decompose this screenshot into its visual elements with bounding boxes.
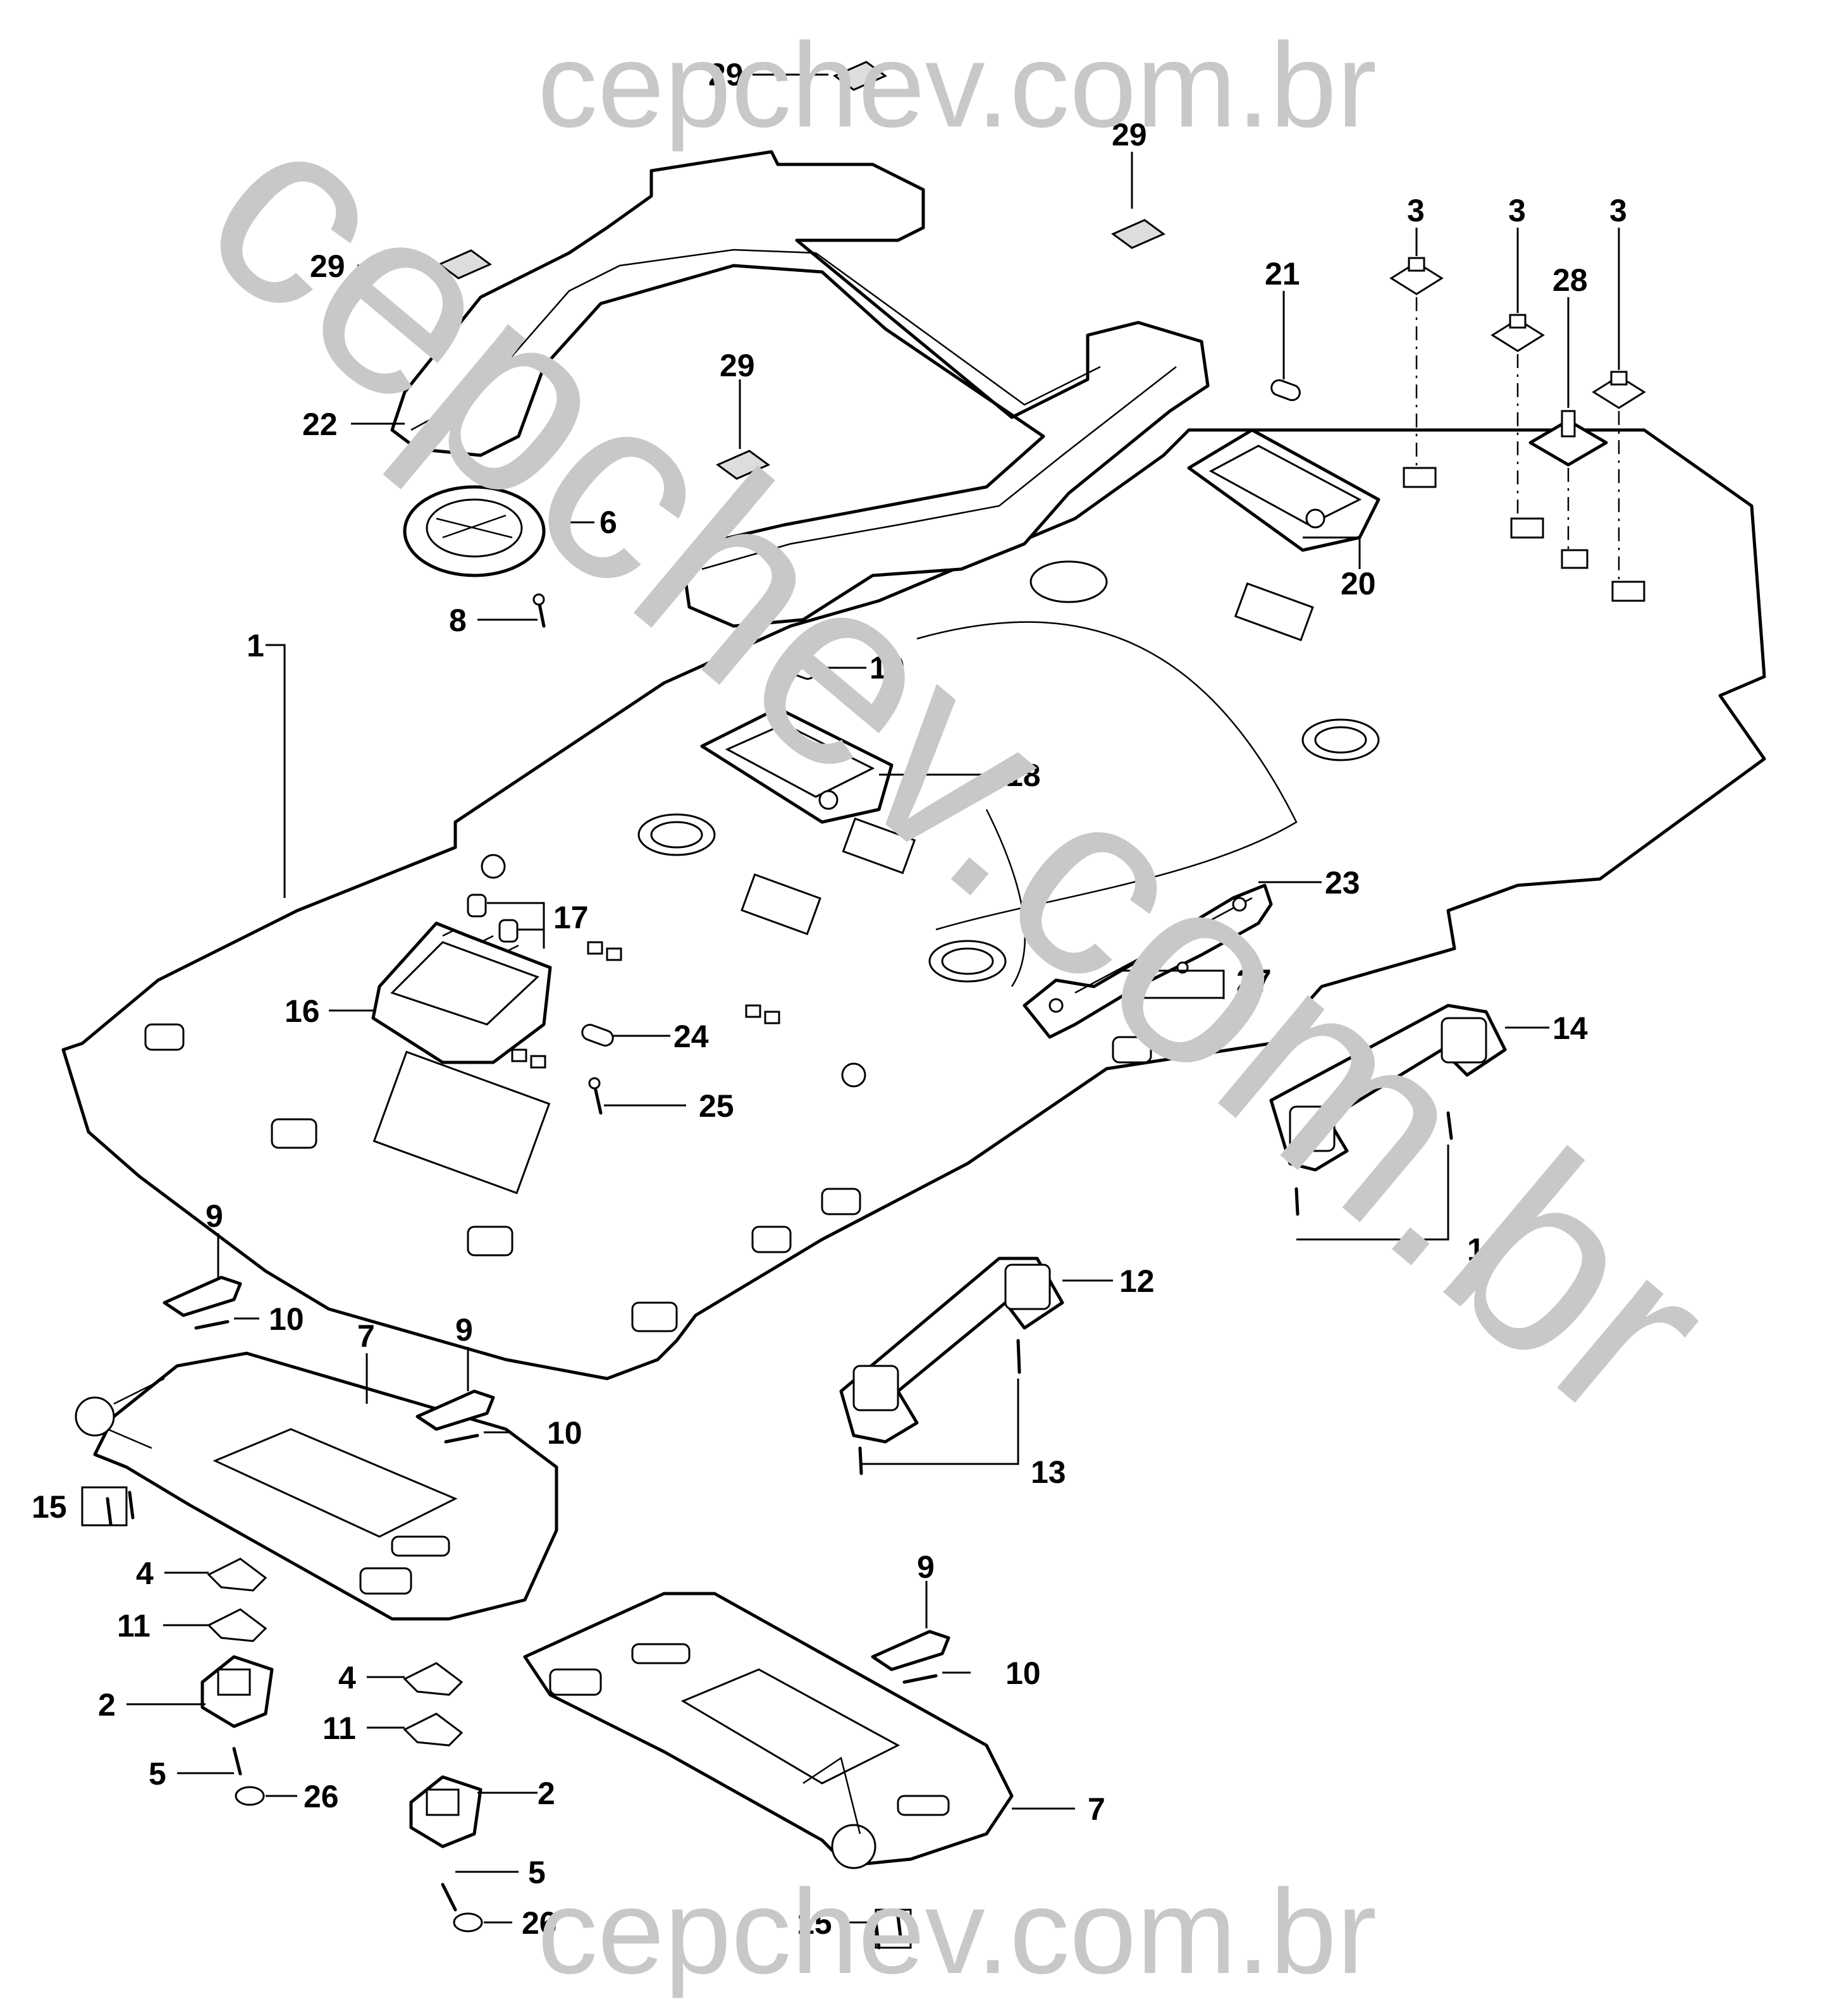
cover-9-c: [871, 1630, 950, 1671]
callout-1: 1: [247, 628, 264, 663]
clip-4-b: [403, 1662, 464, 1696]
vent-ring: [403, 485, 546, 577]
callout-17: 17: [553, 900, 589, 935]
callout-10-c: 10: [1005, 1656, 1041, 1691]
callout-6: 6: [599, 505, 617, 540]
callout-15-a: 15: [32, 1489, 67, 1525]
callout-24: 24: [673, 1019, 709, 1054]
callout-2-a: 2: [98, 1687, 116, 1723]
callout-13-b: 13: [1031, 1454, 1066, 1490]
callout-9-b: 9: [455, 1312, 473, 1348]
watermark-top: cepchev.com.br: [538, 18, 1377, 152]
bulb-24: [581, 1024, 614, 1047]
fastener-3-b: [1491, 314, 1545, 352]
clip-17-a: [467, 894, 487, 918]
screw-5-b: [441, 1883, 457, 1912]
callout-21: 21: [1265, 256, 1300, 292]
callout-labels: 29 29 29 29 22 6 8 1 19 18 20 21 3 3 3 2…: [32, 57, 1627, 1941]
leader-lines: [81, 73, 1620, 1949]
callout-9-a: 9: [206, 1198, 223, 1234]
bulb-21: [1270, 379, 1301, 402]
callout-18: 18: [1005, 758, 1041, 793]
callout-2-b: 2: [538, 1776, 555, 1811]
bulb-19: [784, 657, 816, 680]
callout-3-b: 3: [1508, 193, 1526, 228]
watermark-bottom: cepchev.com.br: [538, 1865, 1377, 1999]
callout-20: 20: [1341, 566, 1376, 601]
callout-22: 22: [302, 407, 338, 442]
callout-14: 14: [1552, 1011, 1588, 1046]
callout-15-b: 15: [797, 1905, 832, 1941]
headliner-panel: [61, 428, 1766, 1380]
callout-26-a: 26: [304, 1779, 339, 1814]
pad-29-b: [1111, 219, 1165, 249]
screw-13-d: [858, 1446, 863, 1475]
pin-10-c: [902, 1674, 938, 1684]
callout-7-a: 7: [357, 1318, 375, 1354]
air-duct: [390, 150, 1210, 628]
callout-29-d: 29: [720, 348, 755, 383]
callout-16: 16: [285, 993, 320, 1029]
callout-4-a: 4: [136, 1556, 154, 1591]
clip-11-b: [403, 1712, 464, 1747]
bracket-2-b: [409, 1775, 483, 1848]
callout-11-a: 11: [117, 1608, 151, 1644]
callout-10-b: 10: [547, 1415, 582, 1451]
callout-3-a: 3: [1407, 193, 1425, 228]
cover-9-b: [415, 1389, 495, 1431]
clip-4-a: [207, 1558, 267, 1592]
washer-26-b: [453, 1912, 483, 1933]
screw-13-b: [1294, 1187, 1300, 1216]
callout-19: 19: [870, 650, 905, 685]
fastener-3-a: [1389, 257, 1444, 295]
bracket-2-a: [200, 1655, 274, 1728]
callout-3-c: 3: [1609, 193, 1627, 228]
callout-9-c: 9: [917, 1549, 935, 1585]
pad-29-d: [716, 450, 770, 480]
bracket-23: [1023, 883, 1273, 1039]
cover-9-a: [163, 1275, 242, 1317]
callout-11-b: 11: [323, 1711, 356, 1746]
callout-27: 27: [1236, 963, 1272, 999]
clip-11-a: [207, 1608, 267, 1642]
callout-8: 8: [449, 603, 467, 638]
callout-5-b: 5: [528, 1855, 546, 1890]
callout-29-c: 29: [310, 249, 345, 284]
screw-25: [588, 1077, 603, 1115]
callout-23: 23: [1325, 865, 1360, 900]
grab-handle-12: [839, 1257, 1064, 1444]
callout-4-b: 4: [338, 1660, 356, 1695]
pad-29-a: [833, 61, 887, 91]
clip-27-b: [1126, 993, 1138, 1005]
fastener-28: [1528, 410, 1608, 467]
pin-10-a: [194, 1320, 230, 1330]
callout-10-a: 10: [269, 1301, 304, 1337]
callout-7-b: 7: [1088, 1792, 1105, 1827]
screw-8: [532, 593, 546, 628]
screw-13-a: [1446, 1111, 1453, 1140]
screw-13-c: [1016, 1339, 1021, 1374]
pin-10-b: [444, 1434, 479, 1444]
callout-5-a: 5: [149, 1756, 166, 1792]
callout-13-a: 13: [1467, 1232, 1503, 1267]
callout-29-b: 29: [1112, 117, 1147, 152]
dome-lamp-18: [700, 706, 894, 824]
grab-handle-14: [1269, 1004, 1507, 1172]
dome-lamp-20: [1187, 428, 1380, 552]
callout-29-a: 29: [708, 57, 744, 92]
callout-25: 25: [699, 1088, 734, 1124]
overhead-console-16: [371, 921, 552, 1064]
screw-5-a: [232, 1747, 242, 1776]
sun-visor-right: [523, 1592, 1014, 1869]
callout-28: 28: [1552, 262, 1588, 298]
washer-26-a: [235, 1786, 265, 1806]
screw-15-a: [106, 1490, 135, 1526]
callout-26-b: 26: [522, 1905, 557, 1941]
clip-17-b: [498, 919, 519, 943]
callout-12: 12: [1119, 1263, 1155, 1299]
fastener-3-c: [1592, 371, 1646, 409]
pad-29-c: [438, 249, 492, 280]
